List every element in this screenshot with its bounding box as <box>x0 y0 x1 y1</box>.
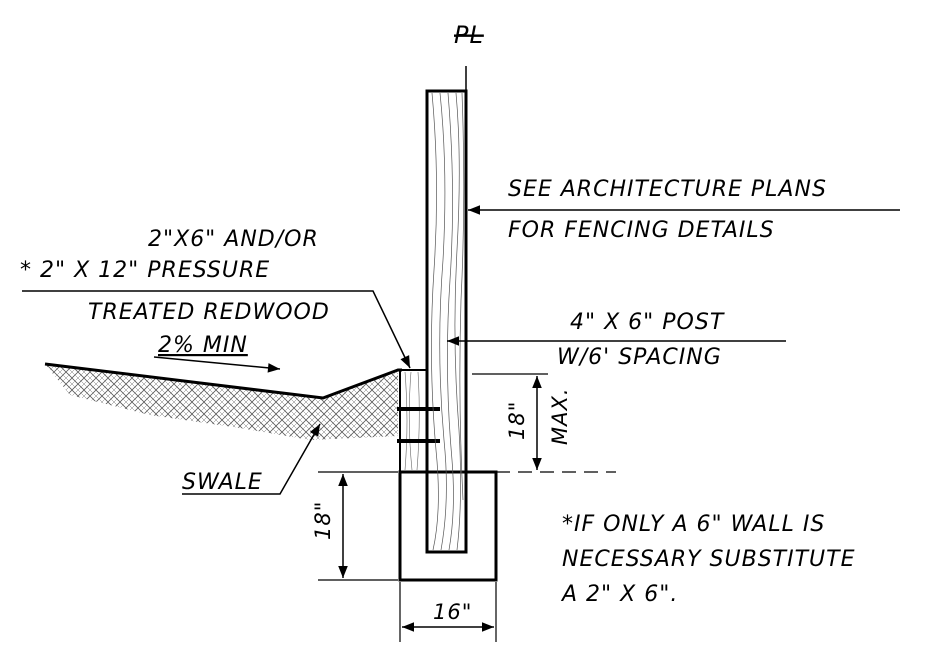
note-plans-line1: SEE ARCHITECTURE PLANS <box>508 177 827 202</box>
post-grain <box>431 92 465 551</box>
note-boards-line2: * 2" X 12" PRESSURE <box>20 258 270 283</box>
slope-label: 2% MIN <box>158 333 248 358</box>
slope-arrow <box>153 356 281 373</box>
dim-wall-height-max: MAX. <box>548 387 572 445</box>
leader-boards <box>22 290 411 369</box>
soil-hatch <box>45 364 398 440</box>
dim-wall-height-value: 18" <box>505 401 529 440</box>
leader-swale <box>182 423 321 495</box>
board-grain <box>404 371 420 471</box>
fence-post <box>425 89 468 554</box>
dim-footing-width-value: 16" <box>433 600 472 624</box>
note-substitute-line2: NECESSARY SUBSTITUTE <box>562 547 855 572</box>
note-plans-line2: FOR FENCING DETAILS <box>508 218 775 243</box>
note-boards-line3: TREATED REDWOOD <box>88 300 330 325</box>
note-substitute-line1: *IF ONLY A 6" WALL IS <box>562 512 825 537</box>
note-substitute-line3: A 2" X 6". <box>560 582 678 607</box>
note-post-line2: W/6' SPACING <box>557 345 722 370</box>
note-post-line1: 4" X 6" POST <box>570 310 725 335</box>
swale-label: SWALE <box>182 470 263 495</box>
dim-footing-depth-value: 18" <box>311 501 335 540</box>
concrete-footing <box>398 470 498 582</box>
retaining-boards <box>399 369 428 473</box>
note-boards-line1: 2"X6" AND/OR <box>148 227 319 252</box>
property-line-label: PL <box>454 21 484 49</box>
